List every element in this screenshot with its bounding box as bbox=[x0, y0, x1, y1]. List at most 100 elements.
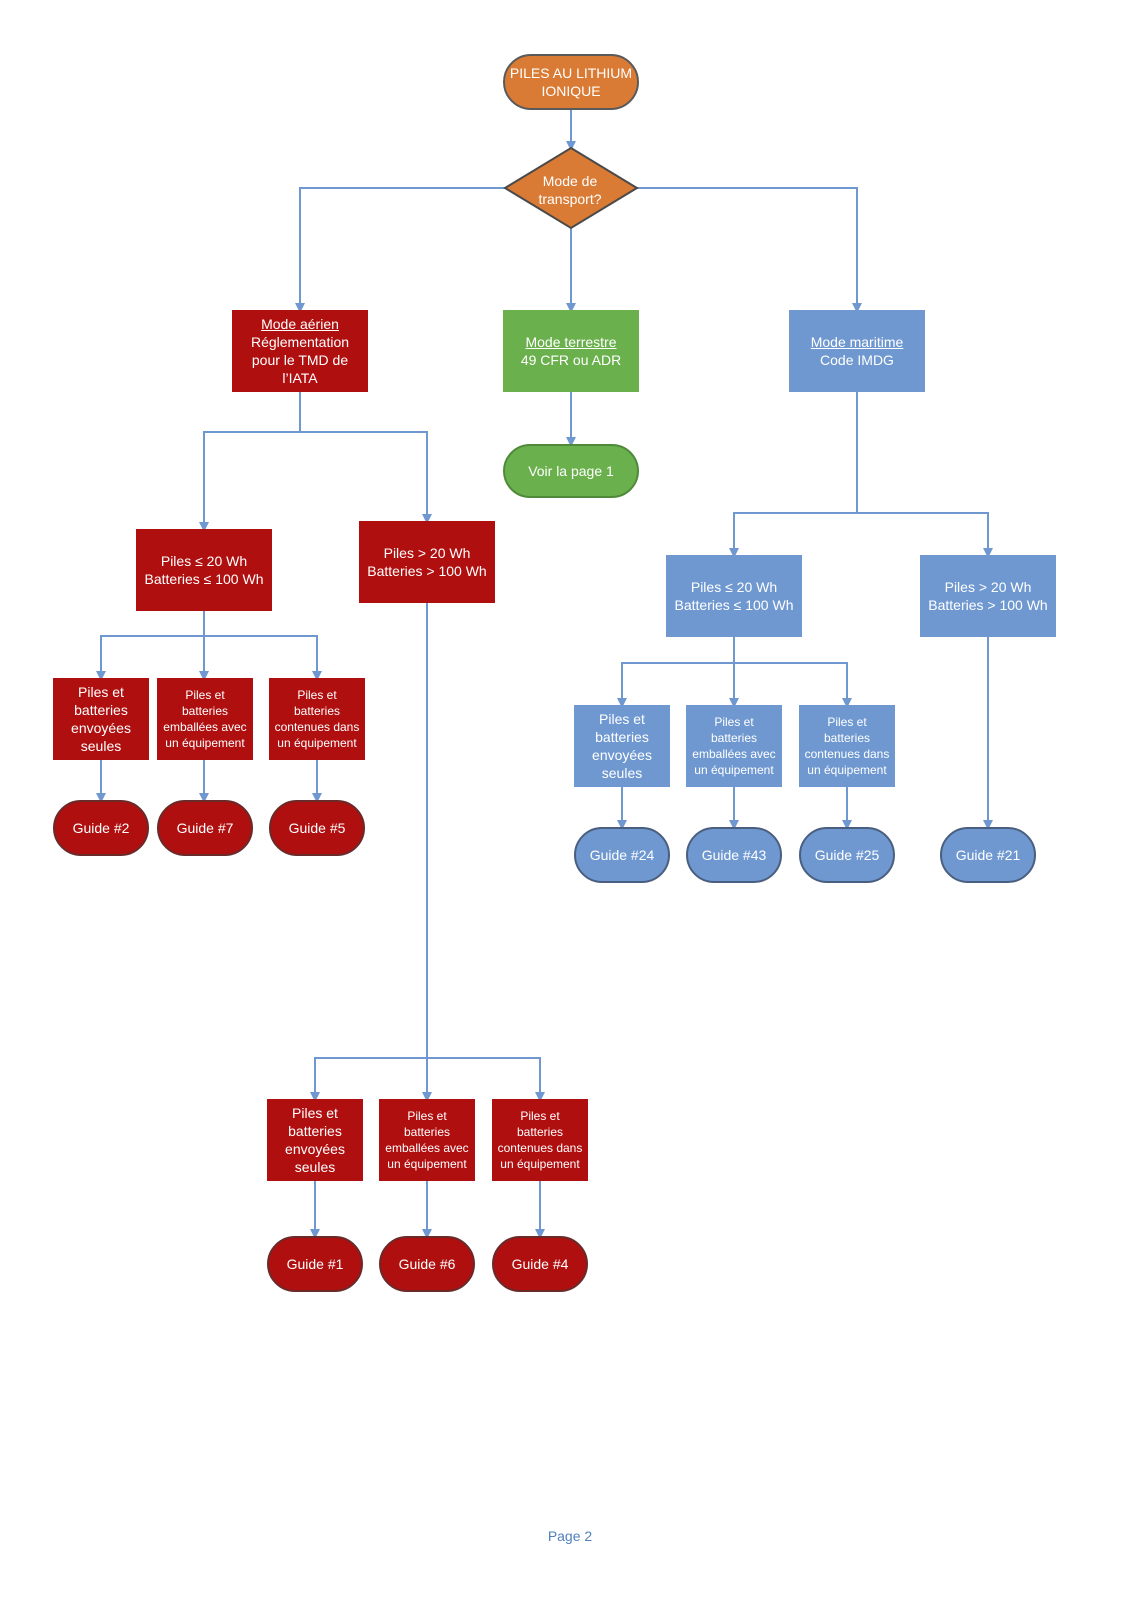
box-line: batteries bbox=[710, 730, 758, 745]
sea-low-packed-box: Piles et batteries emballées avec un équ… bbox=[686, 705, 782, 787]
edge-sea-low bbox=[729, 392, 858, 558]
air-low-contained-box: Piles et batteries contenues dans un équ… bbox=[269, 678, 365, 760]
decision-line1: Mode de bbox=[542, 172, 598, 189]
decision-line2: transport? bbox=[538, 191, 602, 207]
air-mode-line3: l’IATA bbox=[282, 370, 318, 387]
air-high-packed-box: Piles et batteries emballées avec un équ… bbox=[379, 1099, 475, 1181]
edge-decision-sea bbox=[637, 187, 862, 313]
air-high-threshold-box: Piles > 20 Wh Batteries > 100 Wh bbox=[359, 521, 495, 603]
box-line: contenues dans bbox=[274, 720, 360, 734]
ground-mode-box: Mode terrestre 49 CFR ou ADR bbox=[503, 310, 639, 392]
box-line: batteries bbox=[181, 703, 229, 718]
edge-air-low-c1 bbox=[96, 611, 205, 681]
box-line: un équipement bbox=[165, 736, 245, 751]
air-mode-title: Mode aérien bbox=[261, 315, 339, 332]
sea-high-line1: Piles > 20 Wh bbox=[944, 578, 1032, 595]
box-line: envoyées bbox=[592, 747, 652, 763]
box-line: un équipement bbox=[387, 1157, 467, 1172]
sea-high-line2: Batteries > 100 Wh bbox=[928, 597, 1048, 613]
box-line: Piles et bbox=[714, 714, 754, 729]
box-line: emballées avec bbox=[692, 747, 776, 761]
sea-high-threshold-box: Piles > 20 Wh Batteries > 100 Wh bbox=[920, 555, 1056, 637]
sea-mode-box: Mode maritime Code IMDG bbox=[789, 310, 925, 392]
air-low-threshold-box: Piles ≤ 20 Wh Batteries ≤ 100 Wh bbox=[136, 529, 272, 611]
edge-air-high-c3 bbox=[427, 1057, 545, 1102]
box-line: seules bbox=[80, 738, 122, 755]
decision-label: Mode de transport? bbox=[505, 168, 635, 212]
edge-sea-low-c1 bbox=[617, 637, 735, 708]
box-line: envoyées bbox=[285, 1141, 345, 1157]
guide-label: Guide #7 bbox=[176, 819, 234, 836]
air-low-alone-box: Piles et batteries envoyées seules bbox=[53, 678, 149, 760]
box-line: Piles et bbox=[297, 687, 337, 702]
ground-mode-title: Mode terrestre bbox=[525, 333, 617, 350]
guide-label: Guide #25 bbox=[814, 846, 880, 863]
box-line: Piles et bbox=[78, 683, 124, 700]
edge-air-high bbox=[300, 431, 432, 524]
box-line: seules bbox=[601, 765, 643, 782]
box-line: batteries bbox=[74, 701, 128, 718]
guide-label: Guide #21 bbox=[955, 846, 1021, 863]
box-line: seules bbox=[294, 1159, 336, 1176]
guide-label: Guide #6 bbox=[398, 1255, 456, 1272]
start-line1: PILES AU LITHIUM bbox=[509, 64, 633, 81]
box-line: emballées avec bbox=[163, 720, 247, 734]
box-line: batteries bbox=[823, 730, 871, 745]
sea-low-alone-box: Piles et batteries envoyées seules bbox=[574, 705, 670, 787]
box-line: Piles et bbox=[827, 714, 867, 729]
box-line: batteries bbox=[403, 1124, 451, 1139]
box-line: batteries bbox=[288, 1122, 342, 1139]
guide-label: Guide #4 bbox=[511, 1255, 569, 1272]
edge-air-high-trunk bbox=[310, 603, 428, 1102]
guide-1-node: Guide #1 bbox=[267, 1236, 363, 1292]
air-high-alone-box: Piles et batteries envoyées seules bbox=[267, 1099, 363, 1181]
guide-label: Guide #43 bbox=[701, 846, 767, 863]
box-line: un équipement bbox=[694, 763, 774, 778]
air-low-line1: Piles ≤ 20 Wh bbox=[160, 552, 248, 569]
guide-24-node: Guide #24 bbox=[574, 827, 670, 883]
sea-low-line1: Piles ≤ 20 Wh bbox=[690, 578, 778, 595]
decision-diamond bbox=[503, 146, 639, 230]
air-mode-line2: pour le TMD de bbox=[251, 352, 349, 368]
box-line: un équipement bbox=[500, 1157, 580, 1172]
air-mode-line1: Réglementation bbox=[250, 333, 350, 350]
guide-43-node: Guide #43 bbox=[686, 827, 782, 883]
ground-mode-line1: 49 CFR ou ADR bbox=[520, 352, 622, 368]
edge-decision-air bbox=[295, 187, 505, 313]
guide-25-node: Guide #25 bbox=[799, 827, 895, 883]
ground-result-node: Voir la page 1 bbox=[503, 444, 639, 498]
box-line: Piles et bbox=[407, 1108, 447, 1123]
edge-sea-high bbox=[857, 512, 993, 558]
box-line: envoyées bbox=[71, 720, 131, 736]
guide-7-node: Guide #7 bbox=[157, 800, 253, 856]
page-number: Page 2 bbox=[547, 1528, 593, 1544]
box-line: batteries bbox=[293, 703, 341, 718]
guide-4-node: Guide #4 bbox=[492, 1236, 588, 1292]
box-line: contenues dans bbox=[804, 747, 890, 761]
box-line: un équipement bbox=[807, 763, 887, 778]
guide-label: Guide #2 bbox=[72, 819, 130, 836]
guide-21-node: Guide #21 bbox=[940, 827, 1036, 883]
start-node: PILES AU LITHIUM IONIQUE bbox=[503, 54, 639, 110]
sea-low-threshold-box: Piles ≤ 20 Wh Batteries ≤ 100 Wh bbox=[666, 555, 802, 637]
edge-sea-low-c3 bbox=[734, 662, 852, 708]
air-high-line1: Piles > 20 Wh bbox=[383, 544, 471, 561]
guide-label: Guide #5 bbox=[288, 819, 346, 836]
air-low-line2: Batteries ≤ 100 Wh bbox=[144, 571, 264, 587]
air-low-packed-box: Piles et batteries emballées avec un équ… bbox=[157, 678, 253, 760]
air-high-line2: Batteries > 100 Wh bbox=[367, 563, 487, 579]
guide-5-node: Guide #5 bbox=[269, 800, 365, 856]
box-line: Piles et bbox=[599, 710, 645, 727]
sea-low-line2: Batteries ≤ 100 Wh bbox=[674, 597, 794, 613]
box-line: batteries bbox=[595, 728, 649, 745]
guide-label: Guide #24 bbox=[589, 846, 655, 863]
guide-6-node: Guide #6 bbox=[379, 1236, 475, 1292]
sea-mode-title: Mode maritime bbox=[810, 333, 904, 350]
air-mode-box: Mode aérien Réglementation pour le TMD d… bbox=[232, 310, 368, 392]
guide-label: Guide #1 bbox=[286, 1255, 344, 1272]
edge-air-low bbox=[199, 392, 301, 532]
box-line: contenues dans bbox=[497, 1141, 583, 1155]
box-line: Piles et bbox=[185, 687, 225, 702]
box-line: un équipement bbox=[277, 736, 357, 751]
